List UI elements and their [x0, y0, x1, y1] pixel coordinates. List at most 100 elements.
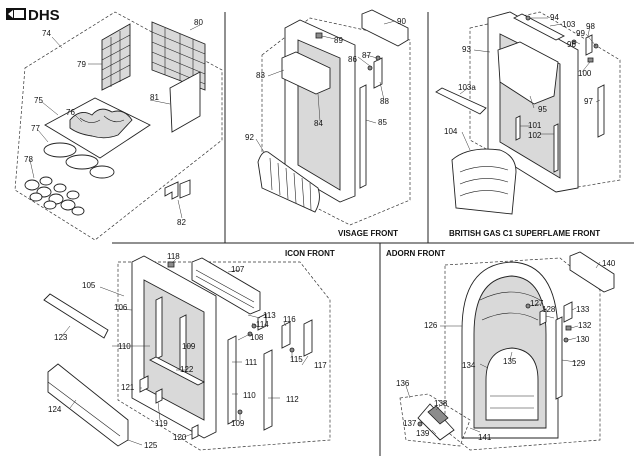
part-label: 124: [48, 405, 62, 414]
section-fuel-bed: 74 79 80 81 75 76 77 78 82: [14, 11, 223, 241]
part-110b-rail: [227, 335, 237, 425]
part-119-clip: [155, 388, 163, 404]
part-label: 113: [263, 311, 276, 320]
part-label: 108: [250, 333, 264, 342]
part-139-trim: [417, 403, 455, 441]
group-outline-136: [399, 393, 471, 447]
part-123-rail: [43, 293, 109, 339]
part-label: 88: [380, 97, 389, 106]
part-label: 78: [24, 155, 33, 164]
part-120-clip: [191, 424, 199, 440]
part-label: 94: [550, 13, 559, 22]
part-label: 138: [434, 399, 448, 408]
part-110-strip: [155, 296, 163, 360]
part-137-screw: [417, 421, 423, 427]
part-label: 102: [528, 131, 542, 140]
part-label: 115: [290, 355, 303, 364]
part-label: 129: [572, 359, 586, 368]
part-98-clip: [585, 34, 593, 56]
part-115-screw: [289, 347, 295, 353]
part-76-coals: [69, 108, 133, 139]
part-87-screw: [375, 55, 381, 61]
part-129-rail: [555, 316, 563, 400]
part-label: 132: [578, 321, 592, 330]
part-86-screw: [367, 65, 373, 71]
part-118-clip: [167, 261, 175, 268]
part-label: 95: [538, 105, 547, 114]
part-101-rail: [515, 115, 521, 141]
part-label: 133: [576, 305, 590, 314]
part-label: 114: [256, 320, 269, 329]
leader-lines-british-gas: [459, 17, 601, 151]
part-97-strip: [597, 84, 605, 138]
part-109-strip: [179, 314, 187, 376]
part-label: 110: [243, 391, 256, 400]
part-76-coal-detail: [79, 115, 125, 123]
part-104-fret: [451, 148, 517, 215]
leader-lines-adorn: [405, 261, 601, 435]
part-label: 117: [314, 361, 327, 370]
part-label: 135: [503, 357, 517, 366]
part-label: 99: [576, 29, 585, 38]
part-88-bracket: [373, 57, 383, 89]
part-label: 141: [478, 433, 492, 442]
part-label: 101: [528, 121, 542, 130]
part-label: 127: [530, 299, 544, 308]
part-label: 75: [34, 96, 43, 105]
part-label: 87: [362, 51, 371, 60]
part-117-bracket: [303, 319, 313, 357]
part-103-top: [513, 13, 565, 41]
part-85-side-strip: [359, 84, 367, 189]
part-label: 97: [584, 97, 593, 106]
part-label: 119: [155, 419, 168, 428]
part-label: 112: [286, 395, 299, 404]
part-label: 109: [231, 419, 245, 428]
part-label: 82: [177, 218, 186, 227]
group-outline-icon: [117, 261, 331, 451]
part-134-fret-bars: [490, 395, 534, 409]
section-title-adorn: ADORN FRONT: [386, 249, 445, 258]
section-title-visage: VISAGE FRONT: [338, 229, 398, 238]
leader-lines-icon: [61, 258, 309, 446]
part-102-rail: [553, 123, 559, 173]
leader-lines-section1: [29, 24, 201, 219]
part-89-clip: [315, 32, 323, 39]
part-92-fret: [257, 151, 320, 213]
group-outline-74: [14, 11, 223, 241]
part-label: 126: [424, 321, 438, 330]
part-133-bracket: [563, 301, 573, 323]
group-outline-adorn: [444, 257, 601, 451]
part-112-rail: [263, 349, 273, 431]
part-label: 110: [118, 342, 131, 351]
part-label: 105: [82, 281, 96, 290]
part-label: 116: [283, 315, 296, 324]
part-135-inner-arch: [485, 347, 539, 421]
part-80-brick-lines: [151, 28, 206, 86]
part-label: 77: [31, 124, 40, 133]
part-77-log-a: [43, 142, 77, 158]
leader-lines-visage: [255, 20, 396, 153]
part-label: 100: [578, 69, 592, 78]
part-109b-screw: [237, 409, 243, 415]
part-label: 86: [348, 55, 357, 64]
part-124-plinth: [47, 363, 129, 447]
part-label: 81: [150, 93, 159, 102]
part-77-log-c: [89, 165, 115, 179]
part-label: 130: [576, 335, 590, 344]
part-label: 134: [462, 361, 476, 370]
part-label: 106: [114, 303, 128, 312]
part-128-clip: [539, 308, 547, 326]
part-label: 103: [562, 20, 576, 29]
part-label: 111: [245, 358, 258, 367]
section-visage-front: 90 89 86 87 88 85 83 84 92 VISAGE FRONT: [245, 9, 411, 238]
part-label: 125: [144, 441, 158, 450]
part-label: 96: [567, 40, 576, 49]
part-label: 93: [462, 45, 471, 54]
part-84-hood: [281, 51, 331, 95]
part-103a-bar: [435, 87, 487, 115]
part-label: 118: [167, 252, 180, 261]
part-107-detail: [195, 269, 255, 309]
group-outline-british-gas: [469, 11, 621, 191]
